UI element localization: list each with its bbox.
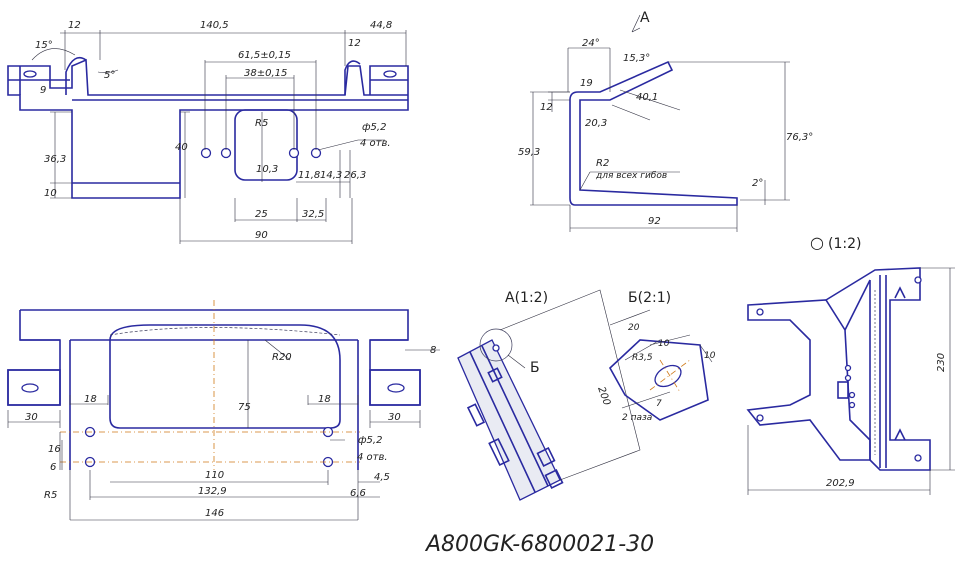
- dim-140-5: 140,5: [200, 20, 229, 31]
- dim-r5-front: R5: [44, 490, 57, 501]
- dim-40: 40: [175, 142, 188, 153]
- front-view-dims: R20 8 30 18 75 18 30 ф5,2 4 отв. 16 6 R5…: [25, 345, 436, 519]
- dim-12-side: 12: [540, 102, 553, 113]
- dim-11-8: 11,8: [298, 170, 320, 181]
- dim-30-left: 30: [25, 412, 38, 423]
- detail-a-labels: А(1:2) Б 200: [505, 290, 612, 407]
- dim-6: 6: [50, 462, 56, 473]
- view-symbol-icon: ○: [810, 233, 824, 252]
- dim-r5: R5: [255, 118, 268, 129]
- dim-6-6: 6,6: [350, 488, 366, 499]
- dim-18-right: 18: [318, 394, 331, 405]
- dim-16: 16: [48, 444, 61, 455]
- dim-12-right: 12: [348, 38, 361, 49]
- label-detail-b: Б(2:1): [628, 290, 671, 306]
- dim-230: 230: [936, 353, 947, 372]
- label-view-iso: (1:2): [828, 236, 861, 252]
- dim-15-deg: 15°: [35, 40, 53, 51]
- dim-10: 10: [44, 188, 57, 199]
- dim-5-deg: 5°: [104, 70, 115, 81]
- dim-hole-5-2: ф5,2: [362, 122, 386, 133]
- detail-b: [608, 309, 713, 421]
- dim-hole-5-2-front: ф5,2: [358, 435, 382, 446]
- dim-b-10-right: 10: [704, 351, 716, 361]
- dim-36-3: 36,3: [44, 154, 66, 165]
- dim-18-left: 18: [84, 394, 97, 405]
- dim-110: 110: [205, 470, 224, 481]
- dim-14-3: 14,3: [320, 170, 342, 181]
- iso-view-labels: (1:2) 230 202,9: [826, 236, 947, 489]
- dim-10-3: 10,3: [256, 164, 278, 175]
- dim-30-right: 30: [388, 412, 401, 423]
- dim-59-3: 59,3: [518, 147, 540, 158]
- dim-b-20: 20: [628, 323, 640, 333]
- dim-146: 146: [205, 508, 224, 519]
- dim-9: 9: [40, 85, 46, 96]
- dim-92: 92: [648, 216, 661, 227]
- top-view: [7, 30, 409, 244]
- dim-4-holes: 4 отв.: [360, 138, 391, 149]
- label-view-a: А(1:2): [505, 290, 548, 306]
- note-all-bends: для всех гибов: [595, 171, 667, 181]
- dim-61-5: 61,5±0,15: [238, 50, 291, 61]
- top-view-dims: 12 140,5 44,8 15° 12 61,5±0,15 38±0,15 9…: [35, 20, 392, 241]
- dim-38: 38±0,15: [244, 68, 287, 79]
- label-callout-b: Б: [530, 360, 540, 376]
- dim-2-deg: 2°: [752, 178, 763, 189]
- dim-12-left: 12: [68, 20, 81, 31]
- dim-90: 90: [255, 230, 268, 241]
- dim-26-3: 26,3: [344, 170, 366, 181]
- iso-view: ○: [746, 233, 955, 495]
- dim-76-3-deg: 76,3°: [786, 132, 813, 143]
- dim-75: 75: [238, 402, 251, 413]
- side-view-dims: А 24° 15,3° 19 12 40,1 20,3 59,3 76,3° R…: [518, 10, 813, 227]
- drawing-number: А800GK-6800021-30: [424, 532, 654, 557]
- dim-b-10: 10: [658, 339, 670, 349]
- dim-24-deg: 24°: [582, 38, 600, 49]
- dim-r2: R2: [596, 158, 609, 169]
- dim-44-8: 44,8: [370, 20, 392, 31]
- dim-15-3-deg: 15,3°: [623, 53, 650, 64]
- detail-a: [457, 289, 641, 501]
- dim-b-7: 7: [656, 399, 662, 409]
- dim-40-1: 40,1: [636, 92, 658, 103]
- front-view: [7, 300, 440, 521]
- dim-32-5: 32,5: [302, 209, 324, 220]
- side-view: [530, 14, 790, 232]
- dim-r20: R20: [272, 352, 292, 363]
- detail-b-labels: Б(2:1) 20 10 R3,5 10 7 2 паза: [622, 290, 716, 423]
- dim-20-3: 20,3: [585, 118, 607, 129]
- dim-b-r3-5: R3,5: [632, 353, 653, 363]
- dim-4-holes-front: 4 отв.: [357, 452, 388, 463]
- dim-b-2-slots: 2 паза: [622, 413, 652, 423]
- dim-132-9: 132,9: [198, 486, 227, 497]
- dim-202-9: 202,9: [826, 478, 855, 489]
- dim-25: 25: [255, 209, 268, 220]
- dim-8: 8: [430, 345, 436, 356]
- dim-19: 19: [580, 78, 593, 89]
- view-marker-a: А: [640, 10, 650, 26]
- dim-200: 200: [595, 385, 612, 407]
- dim-4-5: 4,5: [374, 472, 390, 483]
